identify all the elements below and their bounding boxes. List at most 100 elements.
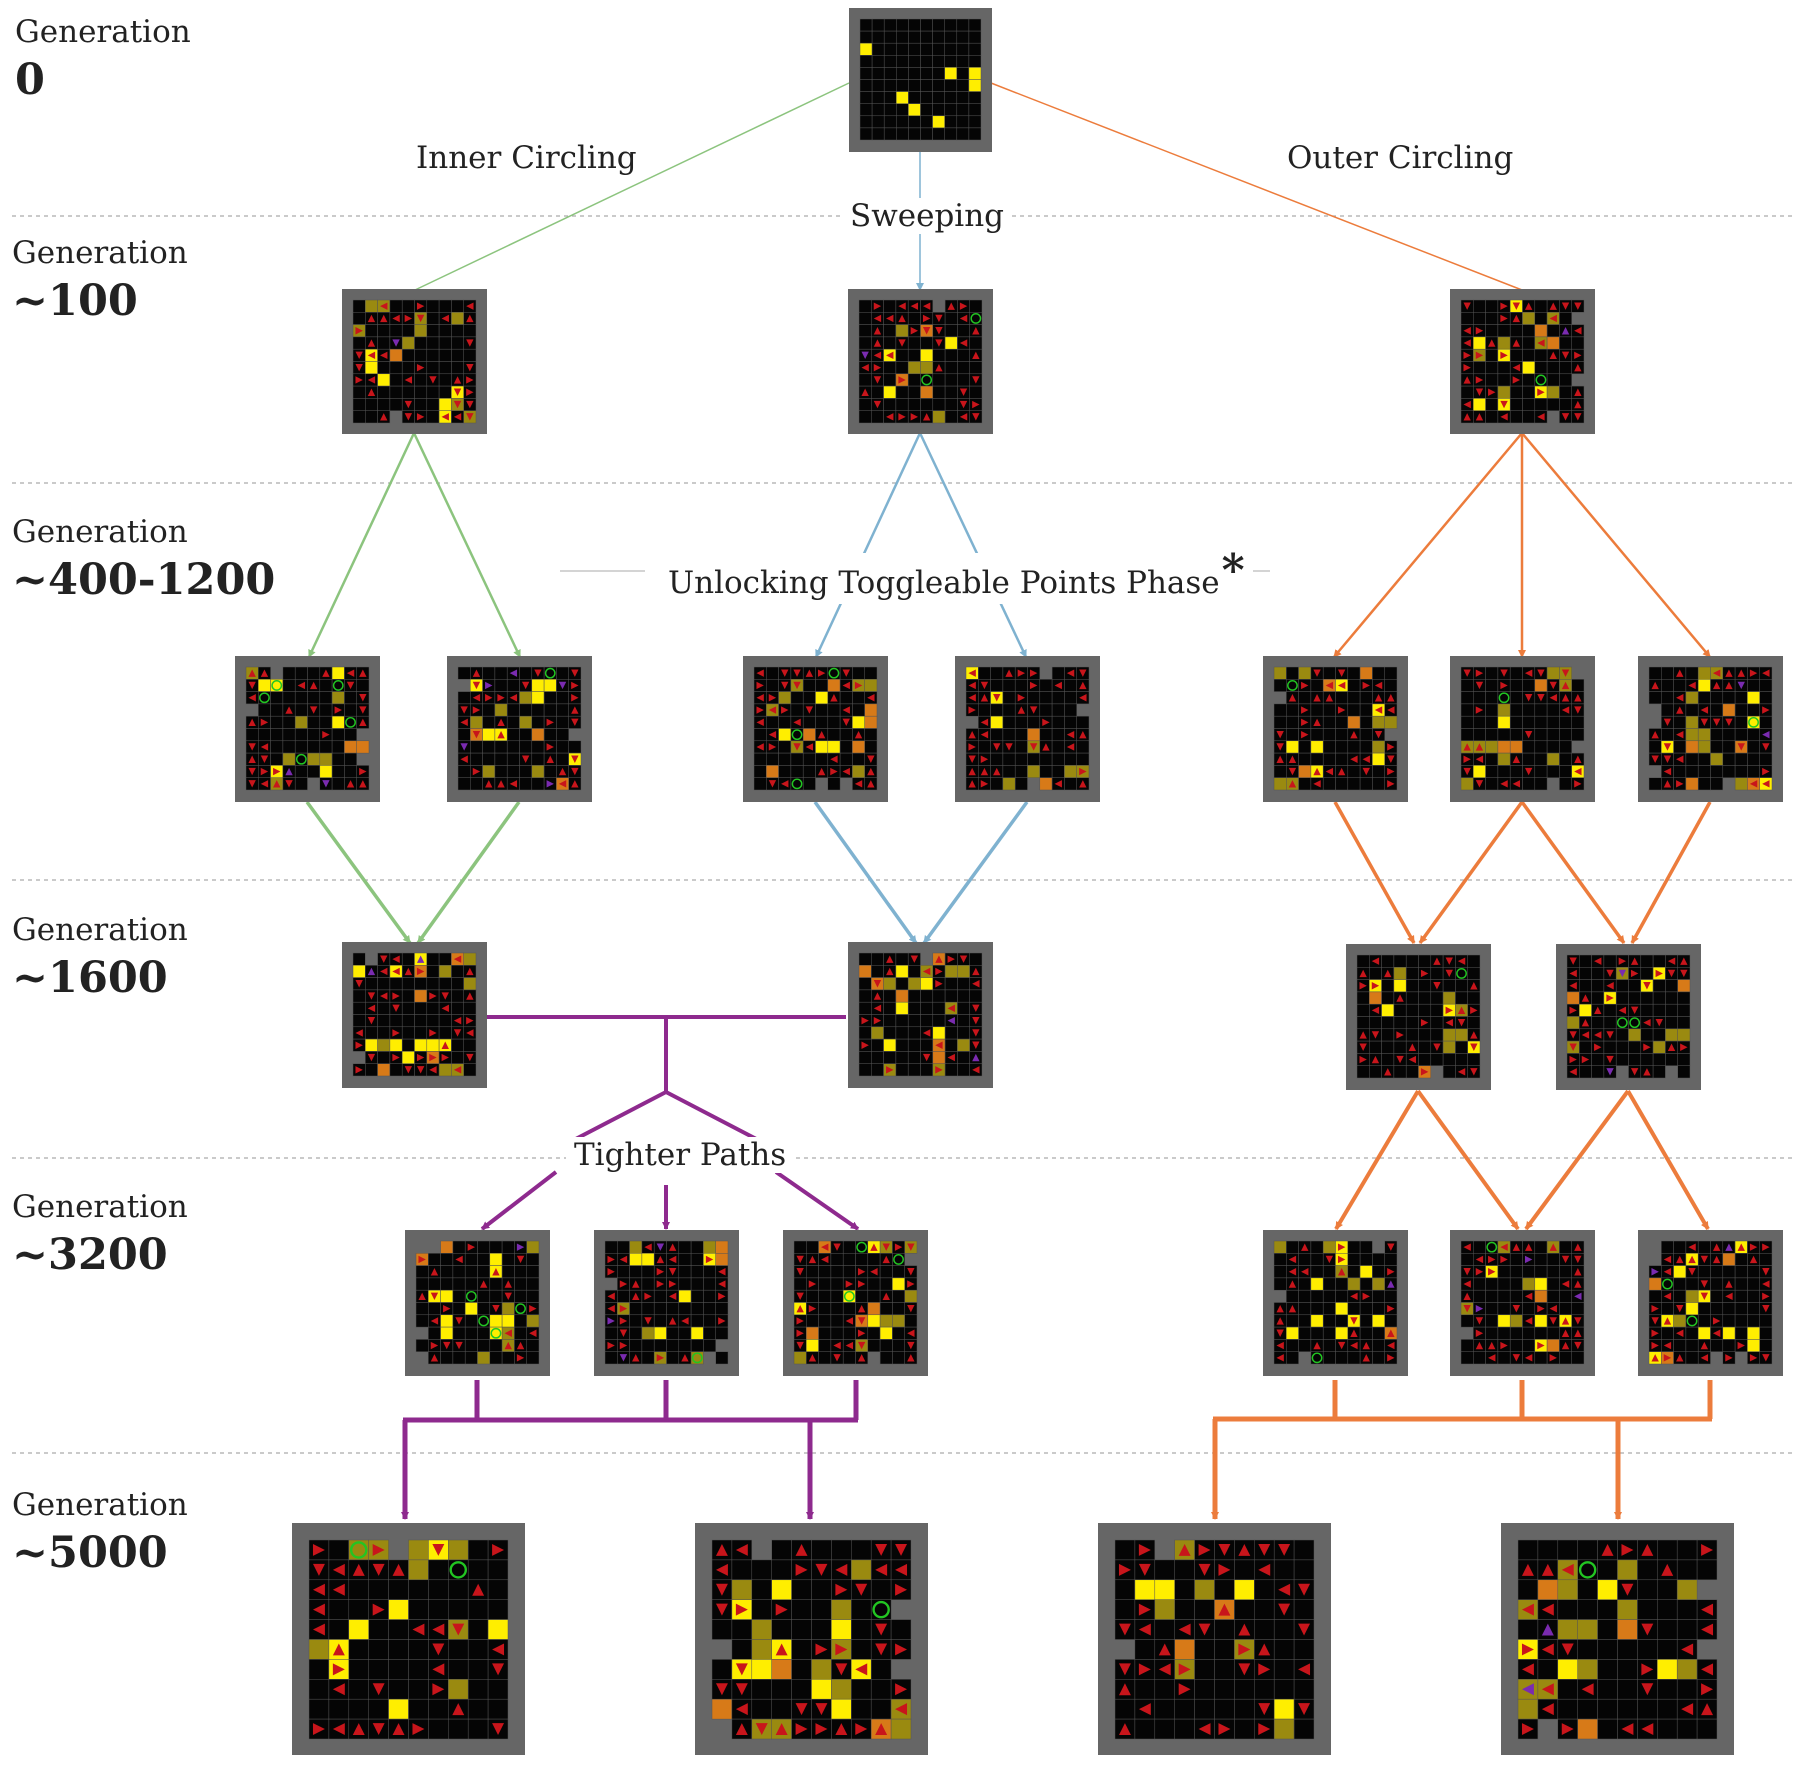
red-arrow-icon	[1325, 767, 1334, 776]
red-arrow-icon	[972, 400, 980, 409]
red-arrow-icon	[1445, 1018, 1453, 1027]
red-arrow-icon	[1712, 1255, 1721, 1264]
red-arrow-icon	[485, 681, 493, 690]
red-arrow-icon	[1066, 730, 1075, 739]
red-arrow-icon	[1500, 1341, 1508, 1350]
generation-label-400-1200: Generation ~400-1200	[12, 515, 275, 604]
red-arrow-icon	[972, 967, 980, 976]
red-arrow-icon	[1663, 767, 1672, 776]
red-arrow-icon	[1079, 681, 1087, 690]
red-arrow-icon	[935, 980, 943, 988]
red-arrow-icon	[854, 681, 863, 690]
red-arrow-icon	[1549, 1243, 1557, 1251]
red-arrow-icon	[1549, 1304, 1557, 1313]
red-arrow-icon	[558, 780, 567, 788]
red-arrow-icon	[1676, 669, 1684, 677]
red-arrow-icon	[1606, 982, 1614, 990]
red-arrow-icon	[1313, 1341, 1321, 1350]
red-arrow-icon	[1641, 1723, 1654, 1736]
green-check-icon	[828, 667, 840, 679]
red-arrow-icon	[1445, 957, 1453, 965]
red-arrow-icon	[815, 1703, 828, 1716]
red-arrow-icon	[1198, 1543, 1211, 1556]
grid-tile-gen5000-orange-a	[1098, 1523, 1331, 1755]
red-arrow-icon	[968, 669, 976, 677]
red-arrow-icon	[466, 1053, 474, 1062]
generation-number: 0	[15, 55, 45, 106]
red-arrow-icon	[845, 1317, 854, 1325]
red-arrow-icon	[735, 1543, 748, 1556]
red-arrow-icon	[795, 1723, 808, 1736]
red-arrow-icon	[1298, 1583, 1311, 1596]
red-arrow-icon	[1337, 1341, 1346, 1350]
red-arrow-icon	[1561, 1329, 1570, 1337]
grid-tile-gen3200-purple-b	[594, 1230, 739, 1376]
red-arrow-icon	[735, 1603, 748, 1616]
red-arrow-icon	[895, 1703, 908, 1716]
green-check-icon	[893, 1254, 904, 1265]
red-arrow-icon	[248, 767, 256, 776]
red-arrow-icon	[842, 706, 850, 714]
red-arrow-icon	[1374, 694, 1383, 702]
red-arrow-icon	[972, 1053, 980, 1062]
red-arrow-icon	[1278, 1603, 1291, 1616]
red-arrow-icon	[1276, 730, 1284, 739]
red-arrow-icon	[796, 1329, 804, 1337]
red-arrow-icon	[735, 1663, 748, 1676]
grid-tile-gen3200-purple-c	[783, 1230, 928, 1376]
red-arrow-icon	[509, 669, 518, 677]
red-arrow-icon	[1524, 1317, 1533, 1325]
red-arrow-icon	[404, 376, 413, 384]
red-arrow-icon	[873, 363, 882, 372]
red-arrow-icon	[857, 1304, 866, 1313]
red-arrow-icon	[260, 780, 269, 788]
red-arrow-icon	[455, 1317, 463, 1325]
red-arrow-icon	[1475, 669, 1484, 677]
green-check-icon	[970, 313, 982, 324]
red-arrow-icon	[1475, 706, 1484, 714]
red-arrow-icon	[895, 1583, 908, 1596]
red-arrow-icon	[1138, 1663, 1151, 1676]
red-arrow-icon	[1521, 1643, 1534, 1656]
red-arrow-icon	[935, 1041, 943, 1049]
red-arrow-icon	[441, 1004, 449, 1013]
red-arrow-icon	[1118, 1663, 1131, 1676]
red-arrow-icon	[571, 706, 579, 714]
generation-number: ~100	[12, 276, 138, 327]
red-arrow-icon	[1630, 957, 1639, 965]
red-arrow-icon	[412, 1623, 425, 1636]
red-arrow-icon	[607, 1292, 615, 1301]
red-arrow-icon	[1500, 780, 1508, 788]
red-arrow-icon	[322, 730, 330, 739]
red-arrow-icon	[842, 767, 850, 776]
red-arrow-icon	[1762, 730, 1770, 739]
red-arrow-icon	[619, 1341, 628, 1350]
red-arrow-icon	[1676, 1255, 1684, 1264]
red-arrow-icon	[910, 327, 919, 335]
red-arrow-icon	[1663, 718, 1672, 727]
red-arrow-icon	[1178, 1543, 1191, 1556]
red-arrow-icon	[1663, 1255, 1672, 1264]
grid-tile-gen100-sweeping	[848, 289, 993, 434]
red-arrow-icon	[775, 1643, 788, 1656]
red-arrow-icon	[332, 1723, 345, 1736]
red-arrow-icon	[443, 1341, 451, 1350]
red-arrow-icon	[619, 1304, 628, 1313]
red-arrow-icon	[1488, 1354, 1496, 1362]
red-arrow-icon	[768, 706, 777, 714]
green-check-icon	[1578, 1561, 1597, 1579]
red-arrow-icon	[972, 327, 980, 335]
red-arrow-icon	[359, 694, 367, 702]
red-arrow-icon	[1512, 1243, 1521, 1251]
red-arrow-icon	[1387, 706, 1395, 714]
green-check-icon	[1486, 1241, 1498, 1253]
red-arrow-icon	[817, 767, 826, 776]
red-arrow-icon	[1475, 388, 1484, 396]
red-arrow-icon	[248, 780, 256, 788]
green-check-icon	[791, 729, 803, 741]
red-arrow-icon	[1258, 1543, 1271, 1556]
red-arrow-icon	[1029, 706, 1038, 714]
red-arrow-icon	[1337, 669, 1346, 677]
red-arrow-icon	[1218, 1723, 1231, 1736]
red-arrow-icon	[1569, 1055, 1577, 1064]
